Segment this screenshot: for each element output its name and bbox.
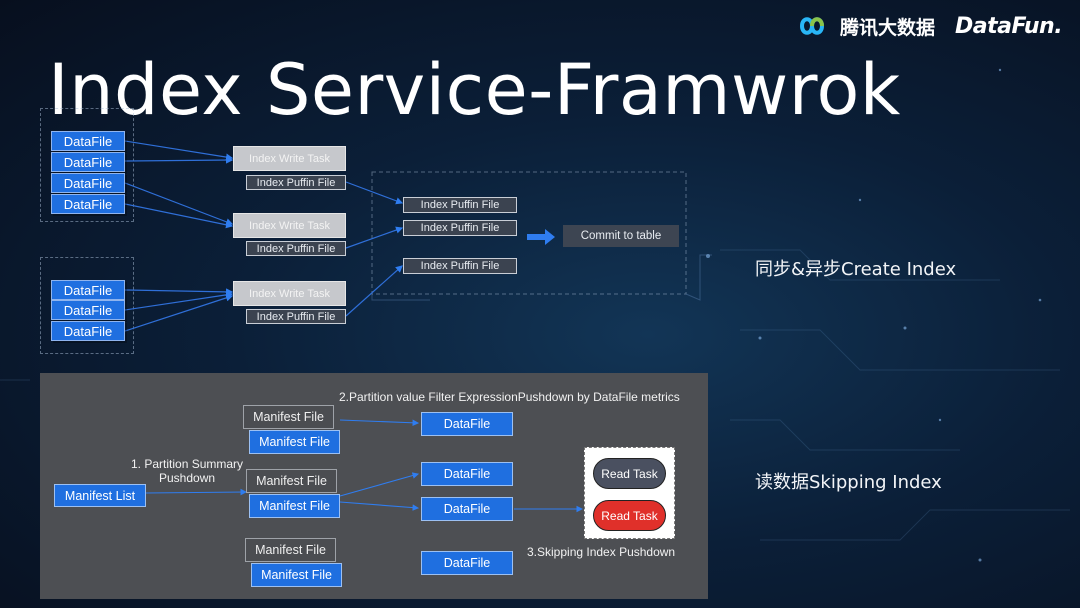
- datafile-box: DataFile: [421, 497, 513, 521]
- index-puffin-file: Index Puffin File: [403, 220, 517, 236]
- tencent-logo-text: 腾讯大数据: [840, 16, 936, 39]
- manifest-file-box: Manifest File: [249, 494, 340, 518]
- datafile-box: DataFile: [421, 412, 513, 436]
- annotation-partition-summary: 1. Partition Summary Pushdown: [131, 457, 243, 485]
- datafile-box: DataFile: [51, 173, 125, 193]
- datafile-group-2: [40, 257, 134, 354]
- datafile-box: DataFile: [421, 551, 513, 575]
- index-puffin-file: Index Puffin File: [246, 241, 346, 256]
- index-write-task: Index Write Task: [233, 213, 346, 238]
- datafile-box: DataFile: [421, 462, 513, 486]
- infinity-logo-icon: [799, 17, 825, 35]
- page-title: Index Service-Framwrok: [48, 49, 901, 131]
- datafun-logo-text: DataFun.: [955, 13, 1063, 39]
- manifest-file-box: Manifest File: [249, 430, 340, 454]
- tencent-bigdata-logo: 腾讯大数据: [790, 10, 935, 42]
- datafile-group-1: [40, 108, 134, 222]
- annotation-line: 1. Partition Summary Pushdown: [131, 457, 244, 485]
- datafile-box: DataFile: [51, 194, 125, 214]
- read-task-pill: Read Task: [593, 500, 666, 531]
- datafile-box: DataFile: [51, 280, 125, 300]
- datafun-logo: DataFun.: [955, 10, 1063, 42]
- manifest-list-box: Manifest List: [54, 484, 146, 507]
- index-write-task: Index Write Task: [233, 281, 346, 306]
- commit-arrow-icon: [527, 229, 555, 245]
- annotation-skipping-index: 3.Skipping Index Pushdown: [527, 545, 676, 559]
- index-puffin-file: Index Puffin File: [403, 258, 517, 274]
- annotation-partition-filter: 2.Partition value Filter ExpressionPushd…: [339, 390, 680, 404]
- read-task-pill: Read Task: [593, 458, 666, 489]
- commit-to-table-box: Commit to table: [563, 225, 679, 247]
- index-puffin-file: Index Puffin File: [403, 197, 517, 213]
- datafile-box: DataFile: [51, 152, 125, 172]
- index-puffin-file: Index Puffin File: [246, 309, 346, 324]
- manifest-file-box: Manifest File: [251, 563, 342, 587]
- datafile-box: DataFile: [51, 300, 125, 320]
- manifest-file-box: Manifest File: [245, 538, 336, 562]
- create-index-label: 同步&异步Create Index: [755, 259, 957, 280]
- datafile-box: DataFile: [51, 131, 125, 151]
- manifest-file-box: Manifest File: [243, 405, 334, 429]
- index-puffin-file: Index Puffin File: [246, 175, 346, 190]
- skipping-index-label: 读数据Skipping Index: [755, 472, 942, 493]
- index-write-task: Index Write Task: [233, 146, 346, 171]
- manifest-file-box: Manifest File: [246, 469, 337, 493]
- datafile-box: DataFile: [51, 321, 125, 341]
